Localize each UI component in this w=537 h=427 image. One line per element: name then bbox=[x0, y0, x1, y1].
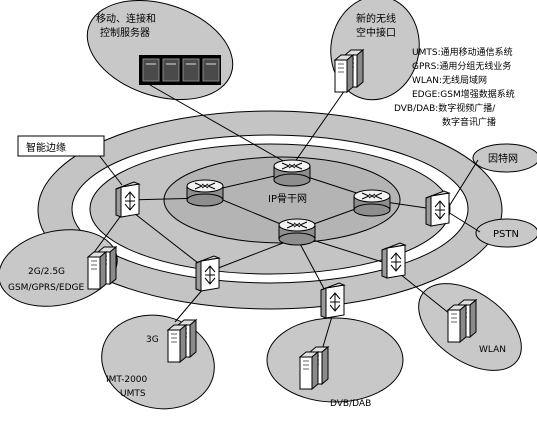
internet-label: 因特网 bbox=[488, 153, 518, 165]
pstn-cloud bbox=[475, 218, 537, 248]
legend: UMTS:通用移动通信系统 GPRS:通用分组无线业务 WLAN:无线局域网 E… bbox=[394, 46, 515, 128]
imt-label: IMT-2000 bbox=[106, 375, 148, 385]
edge-switch-icon bbox=[320, 282, 345, 319]
internet-cloud bbox=[472, 143, 537, 173]
server-tower-icon bbox=[335, 50, 363, 92]
router-icon bbox=[353, 189, 391, 217]
server-rack-icon bbox=[139, 55, 221, 85]
servers-label: 控制服务器 bbox=[100, 26, 150, 39]
server-tower-icon bbox=[300, 347, 328, 389]
new-air-interface-label: 新的无线 bbox=[356, 12, 396, 25]
imt-cloud bbox=[101, 314, 215, 410]
legend-item: 数字音讯广播 bbox=[442, 116, 496, 128]
legend-item: UMTS:通用移动通信系统 bbox=[412, 46, 513, 58]
router-icon bbox=[186, 179, 224, 207]
edge-switch-icon bbox=[195, 255, 220, 292]
servers-label: 移动、连接和 bbox=[96, 12, 156, 25]
gsm-cloud bbox=[0, 229, 118, 307]
edge-label: 智能边缘 bbox=[26, 141, 66, 154]
new-air-interface-label: 空中接口 bbox=[356, 26, 396, 39]
imt-label: 3G bbox=[146, 335, 159, 345]
legend-item: DVB/DAB:数字视频广播/ bbox=[394, 102, 496, 114]
server-tower-icon bbox=[88, 247, 116, 289]
legend-item: GPRS:通用分组无线业务 bbox=[412, 60, 511, 72]
dvb-label: DVB/DAB bbox=[330, 399, 371, 409]
router-icon bbox=[273, 159, 311, 187]
router-icon bbox=[278, 218, 316, 246]
imt-label: UMTS bbox=[120, 389, 146, 399]
gsm-label: GSM/GPRS/EDGE bbox=[8, 283, 84, 293]
gsm-label: 2G/2.5G bbox=[28, 267, 65, 277]
pstn-label: PSTN bbox=[493, 229, 519, 240]
edge-switch-icon bbox=[115, 181, 140, 218]
legend-item: EDGE:GSM增强数据系统 bbox=[412, 88, 515, 100]
dvb-cloud bbox=[266, 317, 404, 403]
edge-switch-icon bbox=[381, 242, 406, 279]
core-label: IP骨干网 bbox=[268, 193, 307, 205]
legend-item: WLAN:无线局域网 bbox=[412, 74, 487, 86]
wlan-label: WLAN bbox=[479, 345, 506, 355]
server-tower-icon bbox=[168, 320, 196, 362]
edge-label-box bbox=[17, 135, 105, 157]
edge-switch-icon bbox=[425, 190, 450, 227]
server-tower-icon bbox=[448, 300, 476, 342]
